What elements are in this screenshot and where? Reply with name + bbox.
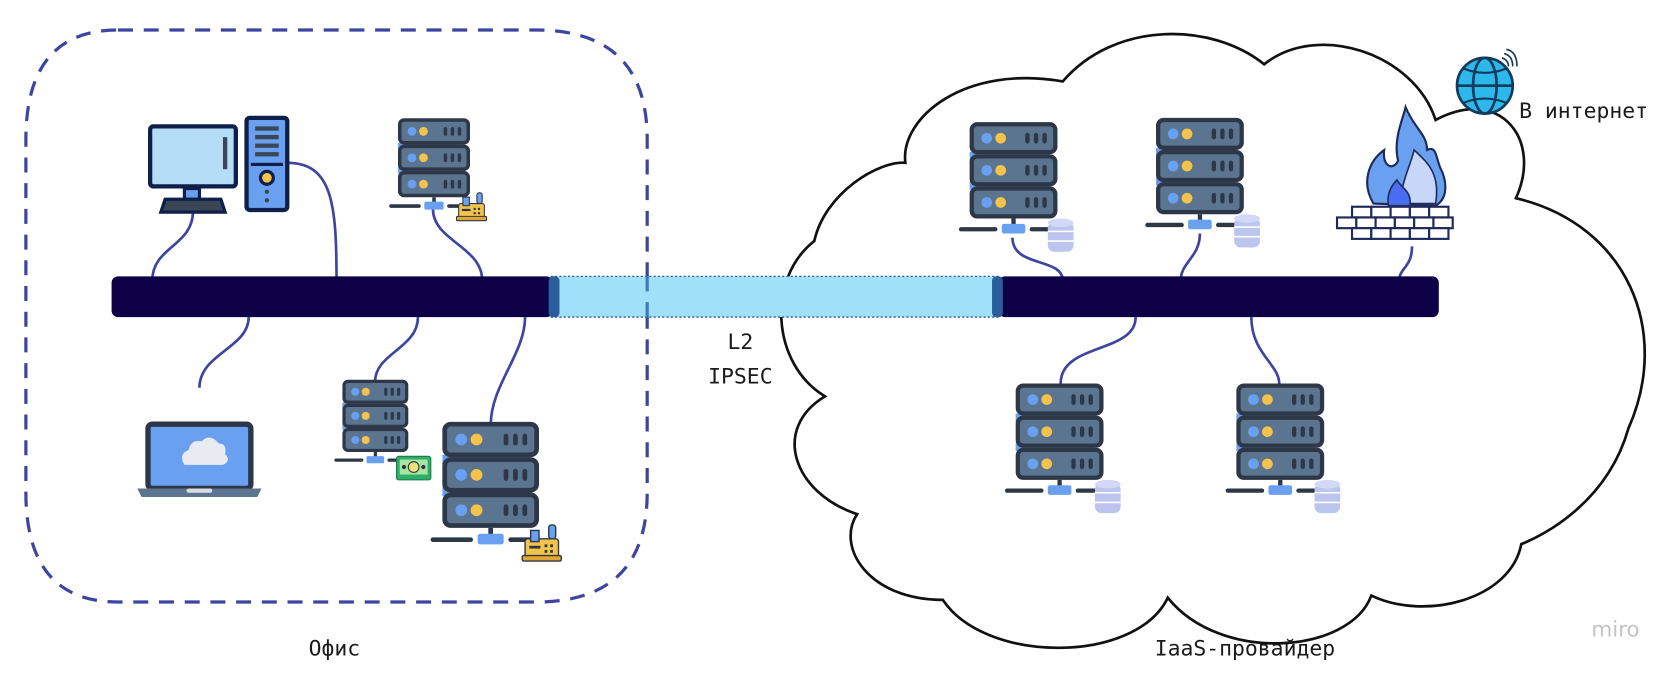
firewall-icon: [1335, 103, 1454, 240]
iaas-server-4: [1226, 386, 1342, 514]
database-icon: [1094, 479, 1122, 514]
database-icon: [1313, 479, 1342, 514]
tunnel-label-ipsec: IPSEC: [708, 364, 772, 389]
miro-watermark: miro: [1591, 617, 1639, 642]
ipsec-tunnel: [548, 275, 1003, 318]
office-server-1: [387, 118, 488, 222]
money-icon: [395, 455, 432, 481]
office-server-3: [431, 424, 562, 562]
office-server-2: [332, 379, 432, 481]
office-cables: [150, 161, 527, 425]
tunnel-label-l2: L2: [727, 330, 753, 355]
internet-label: В интернет: [1519, 99, 1648, 124]
iaas-zone-label: IaaS-провайдер: [1155, 637, 1335, 662]
database-icon: [1233, 213, 1261, 249]
iaas-server-2: [1145, 120, 1261, 249]
iaas-server-1: [959, 124, 1075, 253]
office-zone-label: Офис: [309, 637, 361, 662]
database-icon: [1047, 217, 1075, 253]
office-zone-border: [24, 28, 649, 604]
cash-register-icon: [521, 524, 562, 562]
globe-wifi-icon: [1455, 48, 1518, 115]
desktop-pc-icon: [148, 115, 290, 214]
laptop-cloud-icon: [137, 421, 262, 498]
iaas-server-3: [1005, 386, 1122, 514]
iaas-network-bus: [998, 276, 1439, 318]
office-network-bus: [111, 276, 553, 318]
